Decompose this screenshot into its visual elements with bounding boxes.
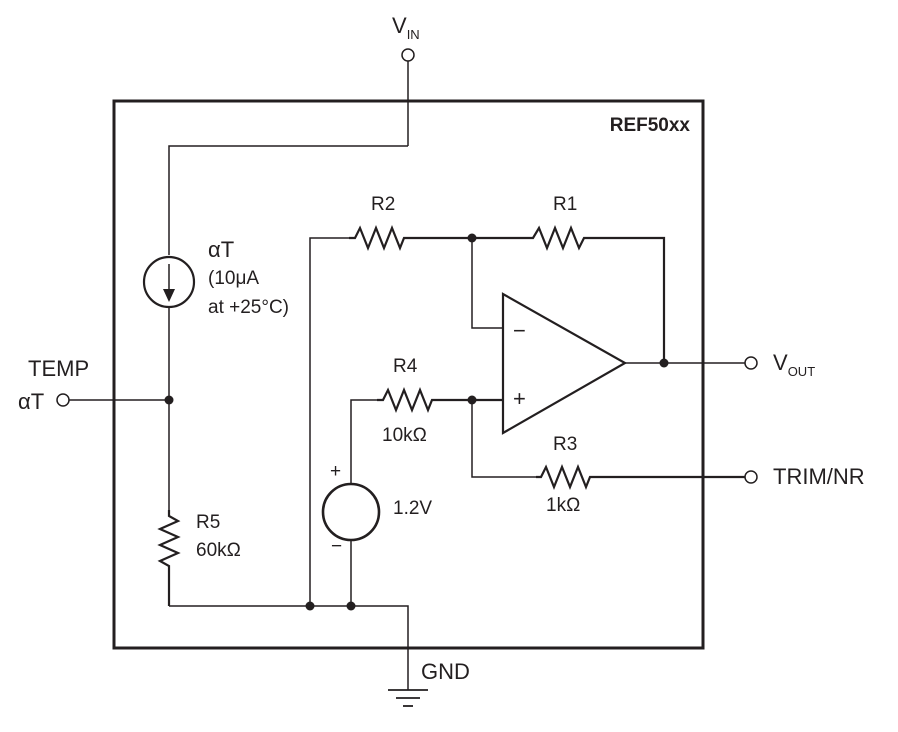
r4-value: 10kΩ bbox=[382, 425, 427, 446]
temp-symbol: αT bbox=[18, 389, 44, 414]
r2-return-wire bbox=[309, 237, 349, 606]
trim-terminal[interactable] bbox=[744, 470, 758, 484]
trim-label: TRIM/NR bbox=[773, 464, 865, 489]
temp-junction bbox=[164, 395, 174, 405]
r2-name: R2 bbox=[371, 194, 395, 215]
temp-terminal[interactable] bbox=[56, 393, 70, 407]
vin-label: VIN bbox=[392, 13, 420, 42]
vref-to-r4-wire bbox=[350, 399, 377, 484]
voltage-source-plus: + bbox=[330, 461, 341, 482]
r4-resistor bbox=[377, 387, 503, 413]
ground-symbol bbox=[388, 689, 428, 707]
device-name: REF50xx bbox=[610, 115, 691, 136]
r1-name: R1 bbox=[553, 194, 577, 215]
gnd-label: GND bbox=[421, 659, 470, 684]
voltage-source-minus: − bbox=[331, 536, 342, 557]
output-junction bbox=[659, 358, 669, 368]
inverting-input-wire bbox=[471, 238, 503, 329]
voltage-source bbox=[321, 482, 381, 542]
ground-rail bbox=[169, 605, 409, 690]
r5-value: 60kΩ bbox=[196, 540, 241, 561]
opamp bbox=[501, 292, 628, 435]
vout-label: VOUT bbox=[773, 350, 815, 379]
r3-value: 1kΩ bbox=[546, 495, 580, 516]
opamp-noninverting-sign: + bbox=[513, 386, 526, 411]
r5-name: R5 bbox=[196, 512, 220, 533]
current-source-label: αT bbox=[208, 237, 234, 262]
r3-name: R3 bbox=[553, 434, 577, 455]
voltage-source-value: 1.2V bbox=[393, 498, 432, 519]
vin-to-source-wire bbox=[168, 145, 408, 255]
r2-resistor bbox=[349, 225, 472, 251]
vin-terminal[interactable] bbox=[401, 48, 415, 62]
r4-name: R4 bbox=[393, 356, 418, 377]
trim-wire bbox=[471, 400, 536, 478]
current-source-condition: at +25°C) bbox=[208, 297, 289, 318]
current-source-value: (10μA bbox=[208, 268, 259, 289]
temp-label: TEMP bbox=[28, 356, 89, 381]
r1-resistor bbox=[472, 225, 666, 363]
r5-resistor bbox=[157, 510, 181, 606]
opamp-inverting-sign: − bbox=[513, 318, 526, 343]
r3-resistor bbox=[536, 464, 745, 490]
current-source bbox=[142, 255, 196, 309]
vout-terminal[interactable] bbox=[744, 356, 758, 370]
